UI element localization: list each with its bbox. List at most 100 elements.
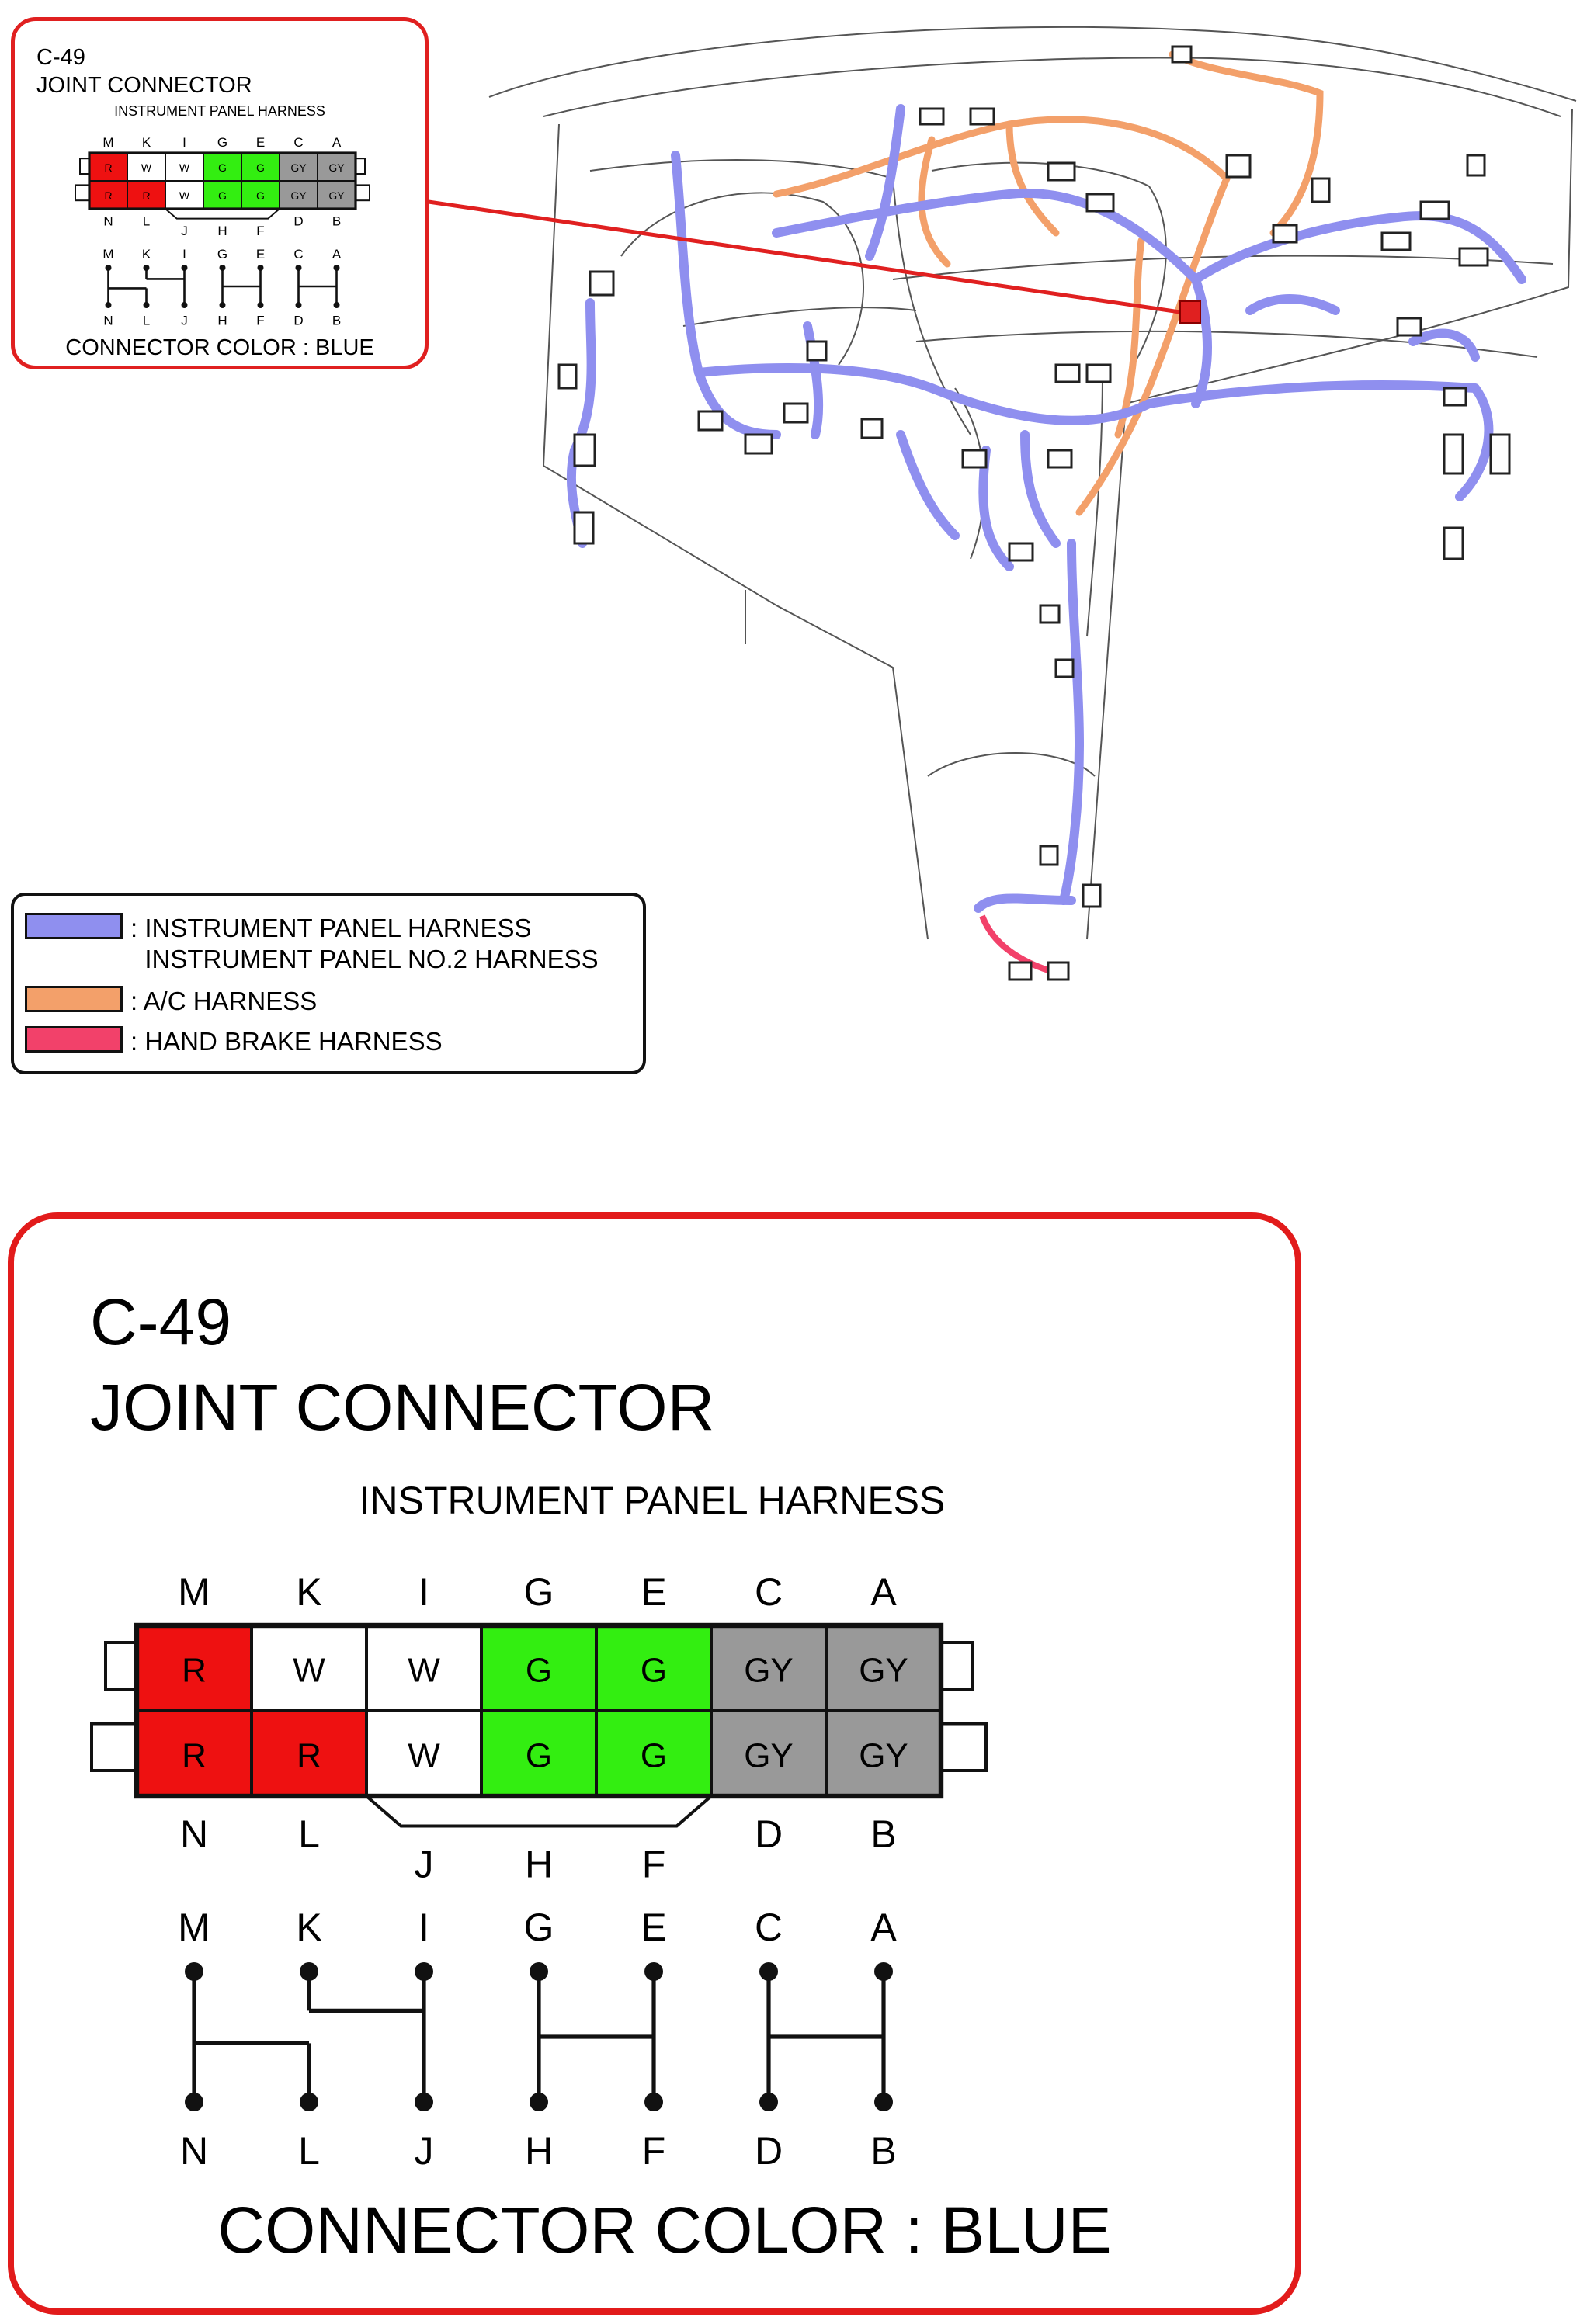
schematic-terminal bbox=[181, 265, 188, 271]
pin-wire-color: G bbox=[256, 189, 265, 202]
pin-wire-color: W bbox=[179, 189, 190, 202]
legend-item-hand-brake: : HAND BRAKE HARNESS bbox=[25, 1026, 443, 1057]
pin-cell bbox=[203, 152, 242, 182]
schematic-terminal bbox=[219, 302, 226, 308]
pin-wire-color: W bbox=[408, 1737, 440, 1775]
pin-wire-color: G bbox=[641, 1737, 667, 1775]
schematic-label-top: E bbox=[256, 247, 265, 262]
pin-wire-color: GY bbox=[328, 189, 345, 202]
pin-label-bottom: N bbox=[180, 1812, 208, 1856]
schematic-label-top: I bbox=[418, 1906, 429, 1949]
schematic-terminal bbox=[300, 1962, 318, 1981]
pin-label-bottom: J bbox=[415, 1843, 434, 1886]
pin-cell bbox=[317, 180, 356, 210]
pin-label-top: M bbox=[178, 1570, 210, 1614]
connector-notch bbox=[365, 1795, 713, 1828]
schematic-terminal bbox=[219, 265, 226, 271]
connector-tab-right-top bbox=[355, 158, 366, 175]
pin-label-top: M bbox=[102, 135, 113, 150]
pin-cell bbox=[135, 1709, 253, 1798]
schematic-label-top: I bbox=[182, 247, 186, 262]
pin-label-top: I bbox=[182, 135, 186, 150]
schematic-label-bottom: D bbox=[293, 314, 303, 328]
pin-wire-color: G bbox=[218, 189, 227, 202]
pin-wire-color: GY bbox=[859, 1652, 908, 1690]
schematic-label-top: A bbox=[332, 247, 342, 262]
pin-label-top: G bbox=[217, 135, 227, 150]
schematic-terminal bbox=[105, 265, 112, 271]
inset-harness-name: INSTRUMENT PANEL HARNESS bbox=[114, 103, 325, 119]
pin-wire-color: R bbox=[104, 189, 112, 202]
legend-label-instrument-panel: : INSTRUMENT PANEL HARNESS INSTRUMENT PA… bbox=[130, 914, 599, 973]
pin-label-top: A bbox=[332, 135, 342, 150]
schematic-label-top: A bbox=[870, 1906, 897, 1949]
connector-tab-right-bottom bbox=[355, 184, 370, 202]
legend-label-ac: : A/C HARNESS bbox=[130, 987, 318, 1015]
pin-label-bottom: B bbox=[332, 214, 341, 229]
pin-wire-color: GY bbox=[290, 189, 307, 202]
detail-connector-name: JOINT CONNECTOR bbox=[90, 1371, 714, 1444]
pin-label-bottom: L bbox=[298, 1812, 320, 1856]
schematic-label-top: C bbox=[755, 1906, 783, 1949]
pin-cell bbox=[127, 180, 166, 210]
schematic-terminal bbox=[644, 1962, 663, 1981]
schematic-terminal bbox=[759, 1962, 778, 1981]
pin-wire-color: GY bbox=[290, 161, 307, 174]
pin-cell bbox=[595, 1709, 713, 1798]
pin-label-bottom: F bbox=[642, 1843, 666, 1886]
legend-swatch-hand-brake bbox=[25, 1026, 123, 1053]
schematic-label-top: G bbox=[217, 247, 227, 262]
inset-connector-name: JOINT CONNECTOR bbox=[36, 73, 252, 98]
detail-connector-id: C-49 bbox=[90, 1285, 231, 1358]
schematic-terminal bbox=[415, 1962, 433, 1981]
schematic-label-top: K bbox=[296, 1906, 321, 1949]
inset-callout: C-49 JOINT CONNECTOR INSTRUMENT PANEL HA… bbox=[11, 17, 429, 369]
pin-wire-color: G bbox=[526, 1652, 552, 1690]
schematic-label-top: M bbox=[178, 1906, 210, 1949]
legend-item-ac: : A/C HARNESS bbox=[25, 986, 317, 1017]
harness-illustration bbox=[428, 26, 1577, 981]
schematic-terminal bbox=[143, 302, 150, 308]
schematic-label-bottom: J bbox=[181, 314, 188, 328]
pin-wire-color: G bbox=[641, 1652, 667, 1690]
connector-outline bbox=[88, 151, 357, 210]
schematic-label-bottom: H bbox=[525, 2129, 553, 2173]
schematic-terminal bbox=[874, 2093, 893, 2111]
schematic-label-bottom: F bbox=[256, 314, 264, 328]
pin-wire-color: R bbox=[142, 189, 150, 202]
schematic-label-top: C bbox=[293, 247, 303, 262]
pin-label-top: E bbox=[641, 1570, 666, 1614]
pin-wire-color: GY bbox=[744, 1652, 794, 1690]
schematic-terminal bbox=[295, 302, 302, 308]
schematic-terminal bbox=[530, 2093, 548, 2111]
detail-harness-name: INSTRUMENT PANEL HARNESS bbox=[359, 1479, 946, 1522]
connector-detail-box: C-49 JOINT CONNECTOR INSTRUMENT PANEL HA… bbox=[8, 1212, 1301, 2315]
legend-item-instrument-panel: : INSTRUMENT PANEL HARNESS INSTRUMENT PA… bbox=[25, 913, 599, 975]
schematic-terminal bbox=[759, 2093, 778, 2111]
pin-label-bottom: D bbox=[293, 214, 303, 229]
schematic-label-bottom: L bbox=[298, 2129, 320, 2173]
schematic-label-bottom: F bbox=[642, 2129, 666, 2173]
pin-label-top: I bbox=[418, 1570, 429, 1614]
pin-wire-color: R bbox=[104, 161, 112, 174]
pin-label-top: A bbox=[870, 1570, 897, 1614]
schematic-label-bottom: N bbox=[103, 314, 113, 328]
schematic-label-top: M bbox=[102, 247, 113, 262]
connector-tab-left-bottom bbox=[90, 1722, 138, 1772]
schematic-terminal bbox=[257, 302, 264, 308]
schematic-terminal bbox=[874, 1962, 893, 1981]
schematic-terminal bbox=[185, 2093, 203, 2111]
connector-notch bbox=[165, 208, 280, 220]
schematic-terminal bbox=[530, 1962, 548, 1981]
pin-label-top: G bbox=[524, 1570, 554, 1614]
schematic-terminal bbox=[257, 265, 264, 271]
connector-tab-right-bottom bbox=[939, 1722, 988, 1772]
pin-wire-color: G bbox=[256, 161, 265, 174]
pin-wire-color: GY bbox=[328, 161, 345, 174]
pin-wire-color: R bbox=[297, 1737, 321, 1775]
